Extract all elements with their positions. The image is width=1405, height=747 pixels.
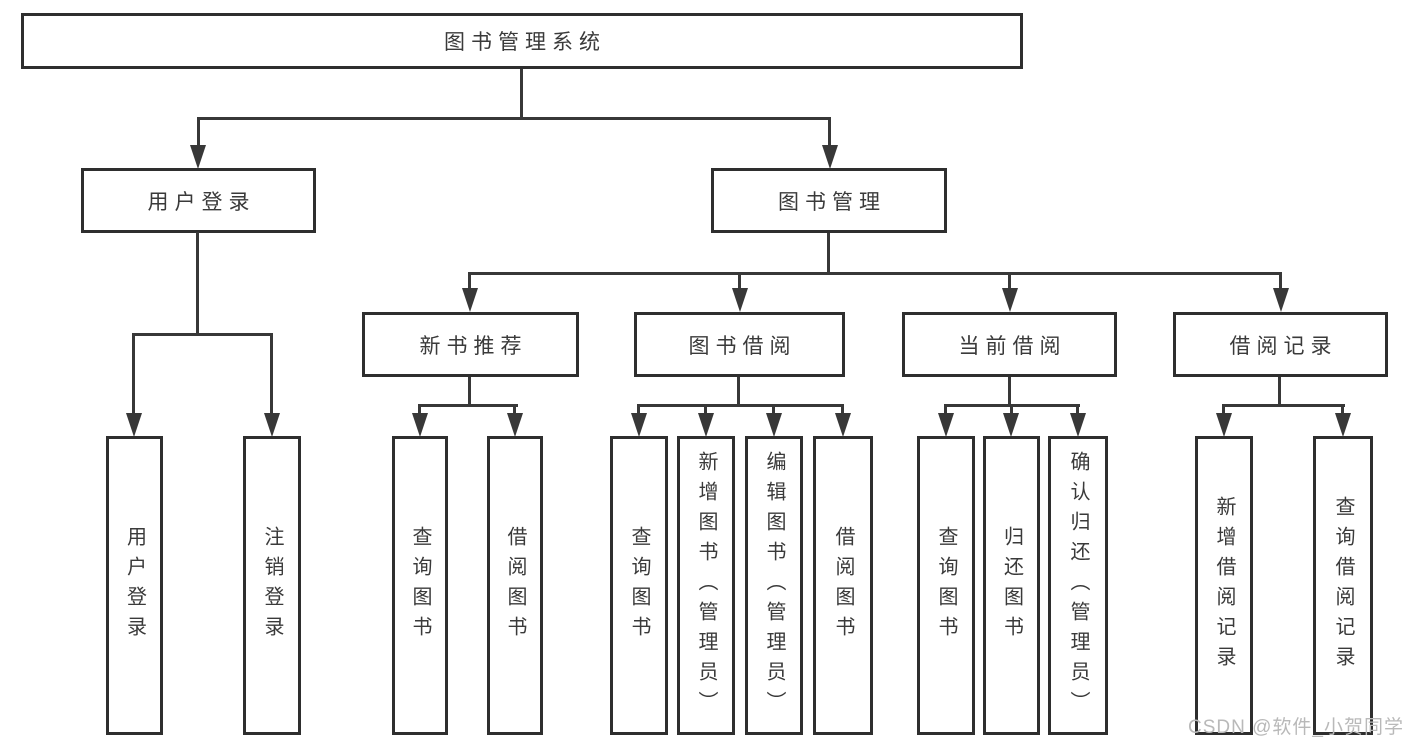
arrowhead-borrow-record [1273, 288, 1289, 312]
connector-current-borrow-stem [1008, 377, 1011, 407]
arrowhead-user-login [190, 145, 206, 169]
node-root-label: 图书管理系统 [444, 31, 606, 54]
leaf-user-login-label: 用户登录 [123, 525, 146, 646]
node-book-management-label: 图书管理 [778, 190, 886, 214]
connector-drop-borrow-record [1279, 272, 1282, 292]
connector-root-stem [520, 69, 523, 119]
arrowhead-leaf [507, 413, 523, 437]
node-current-borrow: 当前借阅 [902, 312, 1117, 377]
connector-book-borrow-stem [737, 377, 740, 407]
leaf-query-book-borrow: 查询图书 [610, 436, 668, 735]
leaf-add-borrow-record-label: 新增借阅记录 [1213, 495, 1235, 676]
leaf-edit-book-admin-label: 编辑图书（管理员） [763, 450, 785, 721]
leaf-borrow-book-label: 借阅图书 [832, 525, 854, 646]
arrowhead-leaf [835, 413, 851, 437]
connector-drop [704, 404, 707, 417]
arrowhead-leaf [698, 413, 714, 437]
connector-borrow-record-stem [1278, 377, 1281, 407]
connector-drop-leaf-logout [270, 333, 273, 417]
leaf-logout-login: 注销登录 [243, 436, 301, 735]
connector-drop [944, 404, 947, 417]
arrowhead-leaf [412, 413, 428, 437]
arrowhead-leaf [1335, 413, 1351, 437]
leaf-confirm-return-admin: 确认归还（管理员） [1048, 436, 1108, 735]
arrowhead-leaf [766, 413, 782, 437]
arrowhead-current-borrow [1002, 288, 1018, 312]
leaf-borrow-book-recommend-label: 借阅图书 [504, 525, 526, 646]
connector-drop-current-borrow [1008, 272, 1011, 292]
connector-drop [418, 404, 421, 417]
arrowhead-leaf-logout [264, 413, 280, 437]
leaf-edit-book-admin: 编辑图书（管理员） [745, 436, 803, 735]
node-book-borrow: 图书借阅 [634, 312, 845, 377]
connector-user-login-stem [196, 232, 199, 335]
connector-level2-branch [197, 117, 831, 120]
leaf-add-borrow-record: 新增借阅记录 [1195, 436, 1253, 735]
leaf-borrow-book-recommend: 借阅图书 [487, 436, 543, 735]
connector-drop [513, 404, 516, 417]
connector-drop [841, 404, 844, 417]
connector-drop-user-login [197, 117, 200, 147]
connector-drop [637, 404, 640, 417]
connector-new-book-stem [468, 377, 471, 407]
csdn-watermark: CSDN @软件_小贺同学 [1188, 717, 1404, 738]
node-book-management: 图书管理 [711, 168, 947, 233]
node-root: 图书管理系统 [21, 13, 1023, 69]
connector-drop-book-management [828, 117, 831, 147]
node-user-login-label: 用户登录 [147, 190, 256, 214]
connector-borrow-record-branch [1222, 404, 1345, 407]
connector-drop [1010, 404, 1013, 417]
node-user-login: 用户登录 [81, 168, 316, 233]
connector-level3-branch [468, 272, 1281, 275]
connector-book-borrow-branch [637, 404, 843, 407]
arrowhead-new-book [462, 288, 478, 312]
node-current-borrow-label: 当前借阅 [958, 334, 1067, 358]
leaf-logout-login-label: 注销登录 [261, 525, 283, 646]
leaf-query-borrow-record: 查询借阅记录 [1313, 436, 1373, 735]
arrowhead-leaf [1070, 413, 1086, 437]
connector-book-management-stem [827, 233, 830, 274]
leaf-add-book-admin: 新增图书（管理员） [677, 436, 735, 735]
node-borrow-record-label: 借阅记录 [1229, 334, 1338, 358]
arrowhead-leaf [938, 413, 954, 437]
connector-drop-new-book [468, 272, 471, 292]
leaf-borrow-book: 借阅图书 [813, 436, 873, 735]
connector-drop-book-borrow [738, 272, 741, 292]
connector-user-login-branch [132, 333, 273, 336]
arrowhead-leaf-user-login [126, 413, 142, 437]
leaf-query-book-recommend-label: 查询图书 [409, 525, 431, 646]
node-borrow-record: 借阅记录 [1173, 312, 1388, 377]
leaf-return-book: 归还图书 [983, 436, 1040, 735]
leaf-query-book-current-label: 查询图书 [935, 525, 957, 646]
arrowhead-leaf [1003, 413, 1019, 437]
leaf-return-book-label: 归还图书 [1000, 525, 1023, 646]
leaf-add-book-admin-label: 新增图书（管理员） [695, 450, 717, 721]
arrowhead-book-management [822, 145, 838, 169]
arrowhead-leaf [1216, 413, 1232, 437]
leaf-confirm-return-admin-label: 确认归还（管理员） [1067, 450, 1089, 721]
arrowhead-leaf [631, 413, 647, 437]
connector-drop [1222, 404, 1225, 417]
connector-drop-leaf-user-login [132, 333, 135, 417]
leaf-query-book-current: 查询图书 [917, 436, 975, 735]
arrowhead-book-borrow [732, 288, 748, 312]
node-book-borrow-label: 图书借阅 [688, 334, 797, 358]
connector-drop [772, 404, 775, 417]
node-new-book-recommend: 新书推荐 [362, 312, 579, 377]
connector-new-book-branch [418, 404, 518, 407]
leaf-user-login: 用户登录 [106, 436, 163, 735]
leaf-query-book-recommend: 查询图书 [392, 436, 448, 735]
leaf-query-borrow-record-label: 查询借阅记录 [1332, 495, 1354, 676]
node-new-book-recommend-label: 新书推荐 [419, 334, 528, 358]
leaf-query-book-borrow-label: 查询图书 [628, 525, 650, 646]
connector-drop [1076, 404, 1079, 417]
connector-drop [1341, 404, 1344, 417]
